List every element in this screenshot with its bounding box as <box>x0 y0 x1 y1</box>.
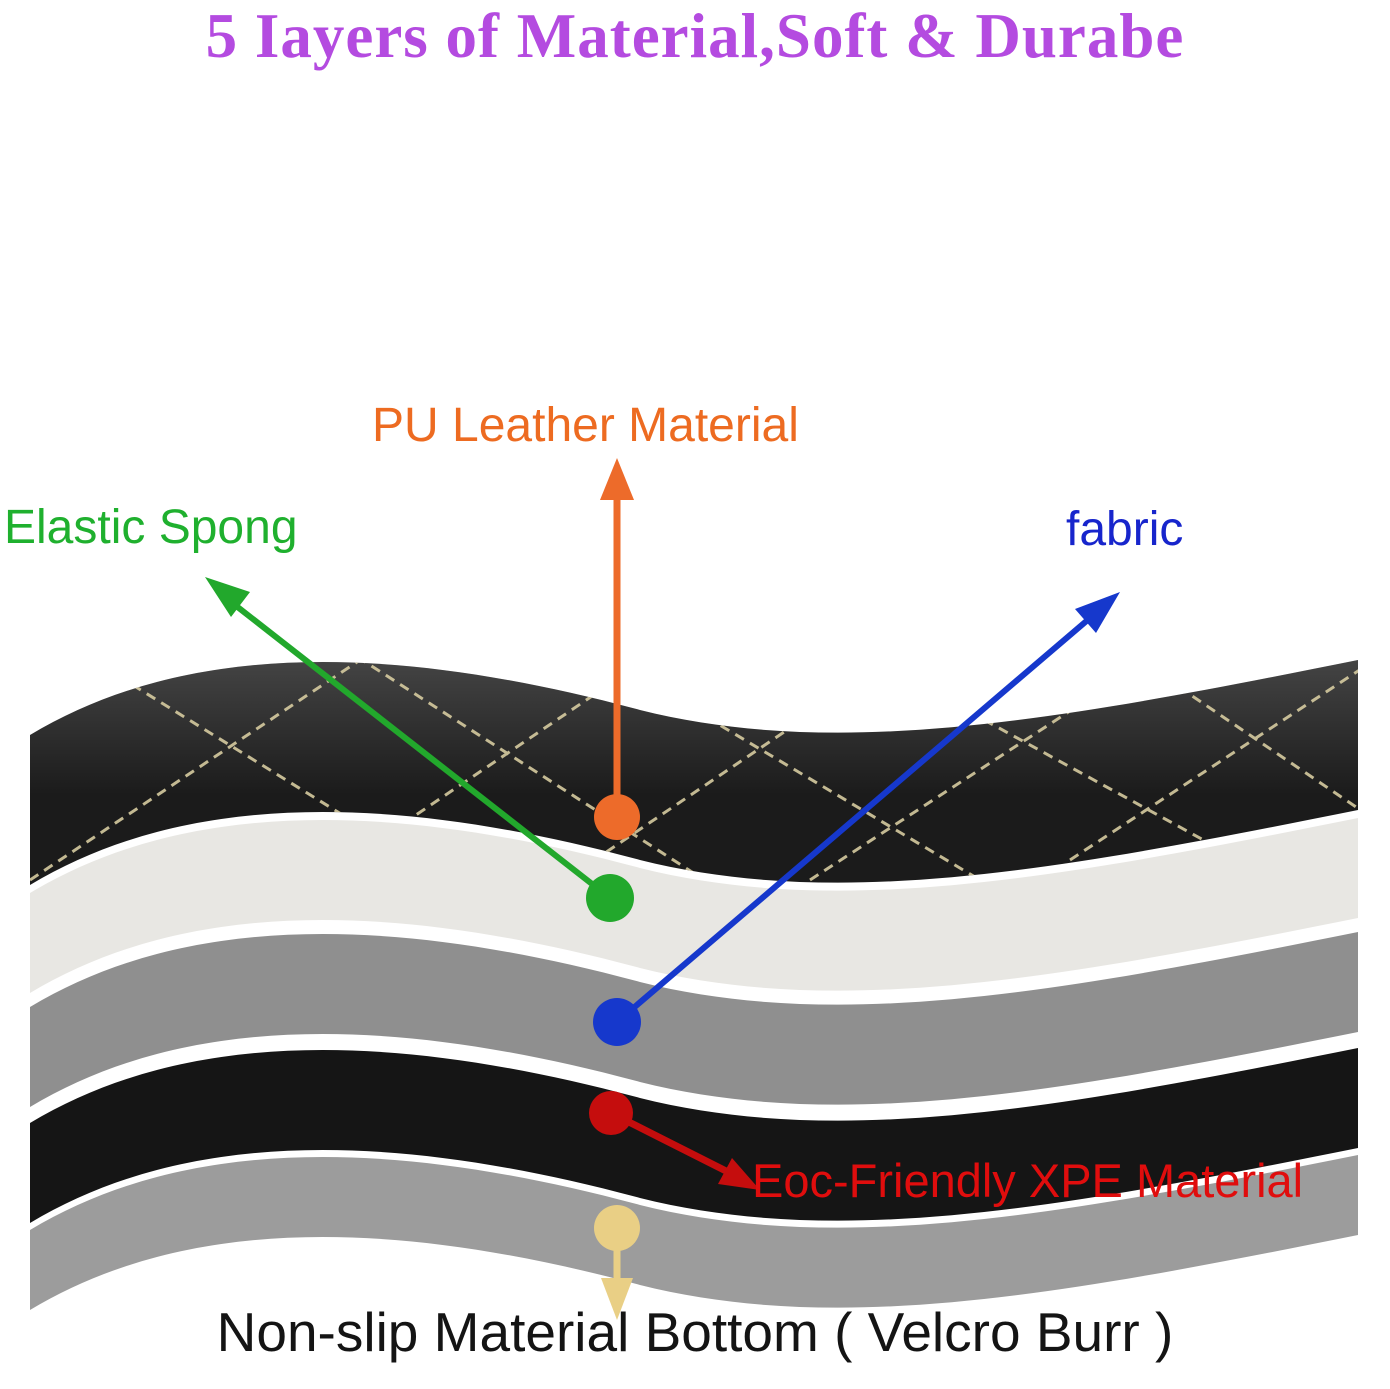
pu-leather-arrowhead-icon <box>600 458 634 500</box>
layer-elastic-sponge <box>30 818 1358 993</box>
non-slip-bottom-label: Non-slip Material Bottom ( Velcro Burr ) <box>216 1301 1174 1363</box>
pu-leather-label: PU Leather Material <box>372 399 799 452</box>
layer-pu-leather-sheen <box>30 660 1358 885</box>
fabric-label: fabric <box>1066 503 1184 556</box>
layer-xpe-foam <box>30 1048 1358 1223</box>
elastic-sponge-dot <box>586 874 634 922</box>
non-slip-dot <box>594 1205 640 1251</box>
xpe-arrowhead-icon <box>718 1158 760 1190</box>
xpe-dot <box>589 1091 633 1135</box>
xpe-arrow <box>609 1109 732 1177</box>
fabric-arrowhead-icon <box>1075 592 1120 633</box>
fabric-arrow <box>615 615 1092 1025</box>
non-slip-arrowhead-icon <box>601 1278 633 1320</box>
fabric-dot <box>593 998 641 1046</box>
pu-leather-dot <box>594 794 640 840</box>
layer-fabric <box>30 932 1358 1107</box>
xpe-material-label: Eoc-Friendly XPE Material <box>752 1154 1304 1207</box>
elastic-sponge-label: Elastic Spong <box>4 501 298 554</box>
layer-non-slip-bottom <box>30 1155 1358 1310</box>
elastic-sponge-arrow <box>233 602 612 901</box>
page-title: 5 Iayers of Material,Soft & Durabe <box>205 1 1185 71</box>
elastic-sponge-arrowhead-icon <box>205 577 250 617</box>
